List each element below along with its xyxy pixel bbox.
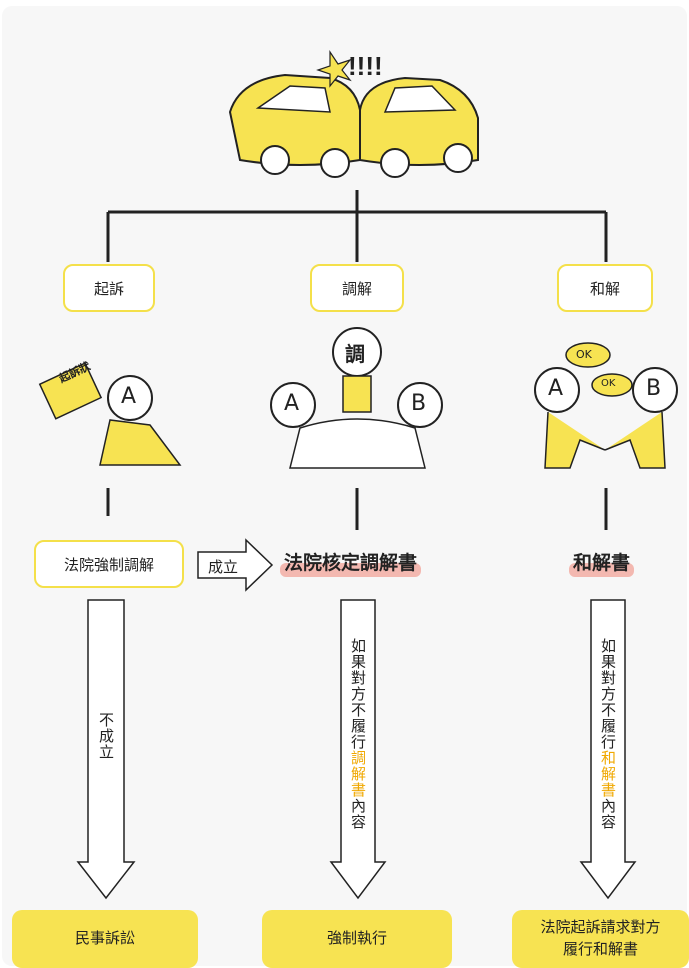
mediation-breach-text: 如果對方不履行調解書內容 <box>349 638 367 830</box>
ok-bubble-1: OK <box>576 348 592 361</box>
settlement-figure <box>534 342 678 469</box>
mediation-party-a: A <box>284 391 300 416</box>
success-arrow <box>197 538 274 592</box>
fail-label: 不成立 <box>97 712 115 760</box>
settlement-party-b: B <box>646 376 662 401</box>
court-mediation-box: 法院強制調解 <box>34 540 184 588</box>
outcome-enforcement: 強制執行 <box>262 910 452 968</box>
outcome-sue-for-performance: 法院起訴請求對方 履行和解書 <box>512 910 689 968</box>
mediation-party-b: B <box>411 391 427 416</box>
court-approved-doc: 法院核定調解書 <box>280 548 422 577</box>
settlement-party-a: A <box>548 376 564 401</box>
settlement-breach-text: 如果對方不履行和解書內容 <box>599 638 617 830</box>
branch-settlement: 和解 <box>557 264 653 312</box>
settlement-breach-arrow <box>579 599 637 900</box>
mediation-figure <box>270 327 443 469</box>
ok-bubble-2: OK <box>601 378 616 389</box>
success-arrow-label: 成立 <box>208 558 239 576</box>
car-crash-illustration: !!!! <box>228 50 479 178</box>
branch-mediation: 調解 <box>310 264 404 312</box>
lawsuit-figure <box>38 362 182 466</box>
mediator-label: 調 <box>345 342 365 366</box>
settlement-doc-label: 和解書 <box>569 548 635 577</box>
mediation-breach-arrow <box>329 599 387 900</box>
svg-text:!!!!: !!!! <box>348 51 383 81</box>
fail-arrow <box>76 599 136 900</box>
lawsuit-party-a: A <box>121 384 137 409</box>
outcome-civil-suit: 民事訴訟 <box>12 910 198 968</box>
branch-lawsuit: 起訴 <box>63 264 155 312</box>
